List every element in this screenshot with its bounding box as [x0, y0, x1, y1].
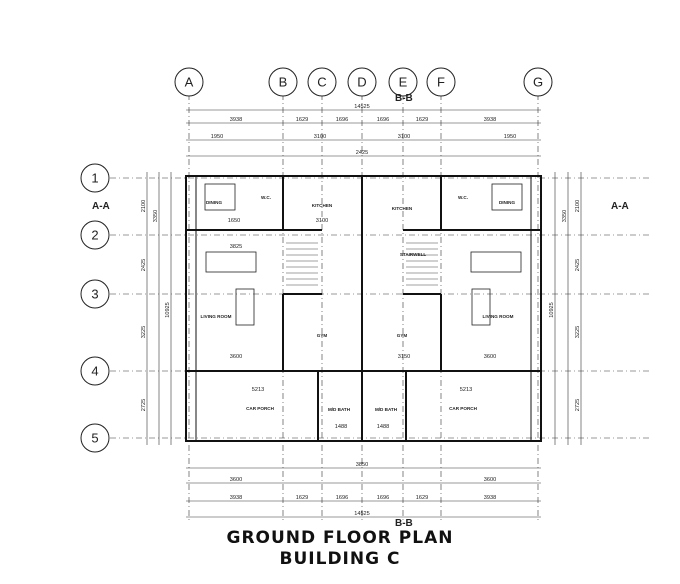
- grid-bubble-3: [80, 279, 110, 309]
- grid-bubble-f: [426, 67, 456, 97]
- grid-label-b: B: [279, 75, 288, 90]
- room-dining-right: DINING: [499, 200, 516, 205]
- grid-bubbles: [80, 67, 553, 453]
- room-stairwell: STAIRWELL: [400, 252, 427, 257]
- dim-overall-top: 14525: [354, 104, 370, 110]
- dim-right-2725: 2725: [575, 399, 581, 411]
- room-gym-left: GYM: [317, 333, 328, 338]
- stairs: [286, 242, 438, 286]
- dimension-lines: [146, 109, 582, 518]
- dim-bot-4: 1696: [377, 495, 389, 501]
- dim-bot-1: 3938: [230, 495, 242, 501]
- dim-bot-2: 1629: [296, 495, 308, 501]
- dim-inner-1488-l: 1488: [335, 424, 347, 430]
- dim-bot-6: 3938: [484, 495, 496, 501]
- dim-right-3225: 3225: [575, 326, 581, 338]
- grid-label-1: 1: [91, 171, 98, 186]
- grid-bubble-c: [307, 67, 337, 97]
- grid-label-3: 3: [91, 287, 98, 302]
- dim-top3-mid: 2425: [356, 150, 368, 156]
- grid-label-2: 2: [91, 228, 98, 243]
- dim-right-2100: 2100: [575, 200, 581, 212]
- dim-top2-kitchen-l: 3100: [314, 134, 326, 140]
- grid-bubble-4: [80, 356, 110, 386]
- room-living-left: LIVING ROOM: [201, 314, 232, 319]
- section-bb-bottom: B-B: [395, 518, 413, 529]
- room-dining-left: DINING: [206, 200, 223, 205]
- title-line-2: BUILDING C: [279, 549, 401, 569]
- dim-inner-3825: 3825: [230, 244, 242, 250]
- dim-top-2: 1629: [296, 117, 308, 123]
- dim-top-1: 3938: [230, 117, 242, 123]
- dim-top-6: 3938: [484, 117, 496, 123]
- grid-bubble-1: [80, 163, 110, 193]
- grid-bubble-5: [80, 423, 110, 453]
- dim-right-10925: 10925: [549, 302, 555, 318]
- grid-bubble-g: [523, 67, 553, 97]
- dim-right-3350: 3350: [562, 210, 568, 222]
- grid-label-c: C: [317, 75, 326, 90]
- dim-top-3: 1696: [336, 117, 348, 123]
- room-living-right: LIVING ROOM: [483, 314, 514, 319]
- furniture: [204, 183, 523, 326]
- dim-left-3350: 3350: [153, 210, 159, 222]
- dim-left-3225: 3225: [141, 326, 147, 338]
- dim-inner-1650: 1650: [228, 218, 240, 224]
- grid-bubble-e: [388, 67, 418, 97]
- room-maidbath-left: M/D BATH: [328, 407, 351, 412]
- room-kitchen-left: KITCHEN: [312, 203, 333, 208]
- dim-bot-5: 1629: [416, 495, 428, 501]
- room-maidbath-right: M/D BATH: [375, 407, 398, 412]
- dim-top-4: 1696: [377, 117, 389, 123]
- room-gym-right: GYM: [397, 333, 408, 338]
- section-bb-top: B-B: [395, 93, 413, 104]
- room-carporch-left: CAR PORCH: [246, 406, 275, 411]
- dim-top2-din-r: 1950: [504, 134, 516, 140]
- room-wc-right: W.C.: [458, 195, 468, 200]
- grid-label-d: D: [357, 75, 366, 90]
- grid-bubble-b: [268, 67, 298, 97]
- grid-lines: [110, 94, 652, 520]
- dim-top-5: 1629: [416, 117, 428, 123]
- dim-bot-3: 1696: [336, 495, 348, 501]
- dim-inner-3600-r: 3600: [484, 354, 496, 360]
- grid-label-g: G: [533, 75, 543, 90]
- dim-bot1-mid: 3850: [356, 462, 368, 468]
- section-aa-right: A-A: [611, 201, 629, 212]
- grid-label-e: E: [399, 75, 408, 90]
- grid-label-5: 5: [91, 431, 98, 446]
- dim-left-2100: 2100: [141, 200, 147, 212]
- title-line-1: GROUND FLOOR PLAN: [226, 528, 454, 548]
- dim-inner-3150: 3150: [398, 354, 410, 360]
- dim-inner-5213-l: 5213: [252, 387, 264, 393]
- dim-top2-kitchen-r: 3100: [398, 134, 410, 140]
- room-carporch-right: CAR PORCH: [449, 406, 478, 411]
- dim-bot2-r: 3600: [484, 477, 496, 483]
- dim-left-2425: 2425: [141, 259, 147, 271]
- dim-bot2-l: 3600: [230, 477, 242, 483]
- dim-overall-bottom: 14525: [354, 511, 370, 517]
- dim-inner-3600-l: 3600: [230, 354, 242, 360]
- room-wc-left: W.C.: [261, 195, 271, 200]
- grid-label-4: 4: [91, 364, 98, 379]
- section-aa-left: A-A: [92, 201, 110, 212]
- dim-left-10925: 10925: [165, 302, 171, 318]
- grid-bubble-2: [80, 220, 110, 250]
- dim-inner-3100: 3100: [316, 218, 328, 224]
- grid-bubble-a: [174, 67, 204, 97]
- drawing-title: GROUND FLOOR PLAN BUILDING C: [0, 528, 680, 570]
- grid-label-f: F: [437, 75, 445, 90]
- dim-right-2425: 2425: [575, 259, 581, 271]
- dim-inner-5213-r: 5213: [460, 387, 472, 393]
- walls: [185, 175, 542, 442]
- room-kitchen-right: KITCHEN: [392, 206, 413, 211]
- dim-inner-1488-r: 1488: [377, 424, 389, 430]
- grid-bubble-d: [347, 67, 377, 97]
- dim-left-2725: 2725: [141, 399, 147, 411]
- dim-top2-din-l: 1950: [211, 134, 223, 140]
- grid-label-a: A: [185, 75, 194, 90]
